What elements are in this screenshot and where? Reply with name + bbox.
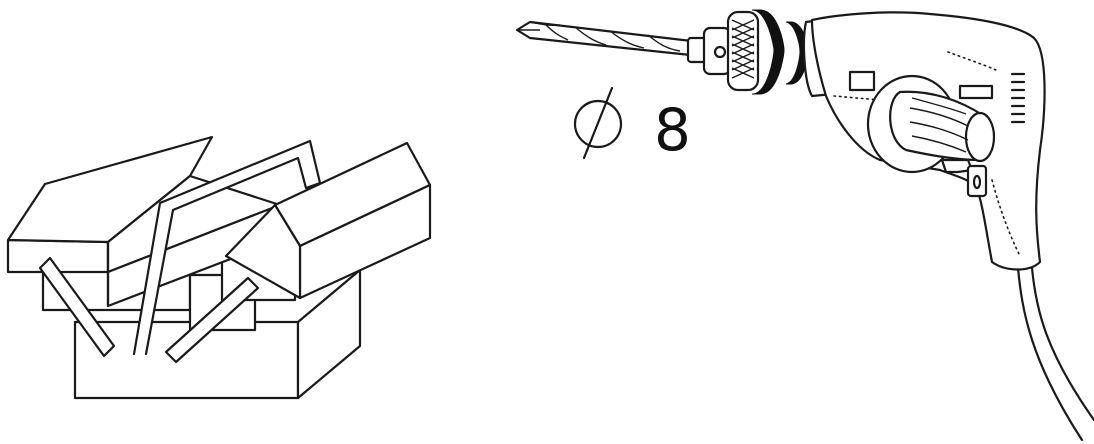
diameter-value: 8 [654,96,691,164]
drill-vent-slots [1010,72,1026,124]
drill-bit [515,20,702,58]
drill-trigger [940,158,988,198]
drill-side-handle [866,74,996,174]
drill-chuck [726,9,809,95]
toolbox-right-hinge-arm [164,276,260,364]
toolbox-base [73,268,362,400]
toolbox-right-lid [224,141,432,300]
power-drill-icon [515,9,1094,442]
toolbox-left-hinge-arm [38,256,116,358]
drill-power-cord [1016,266,1094,442]
diameter-label: 8 [573,86,691,164]
diameter-symbol-icon [573,86,623,160]
toolbox-handle [132,139,322,356]
drill-chuck-nose [686,26,732,76]
toolbox-icon [6,135,432,400]
